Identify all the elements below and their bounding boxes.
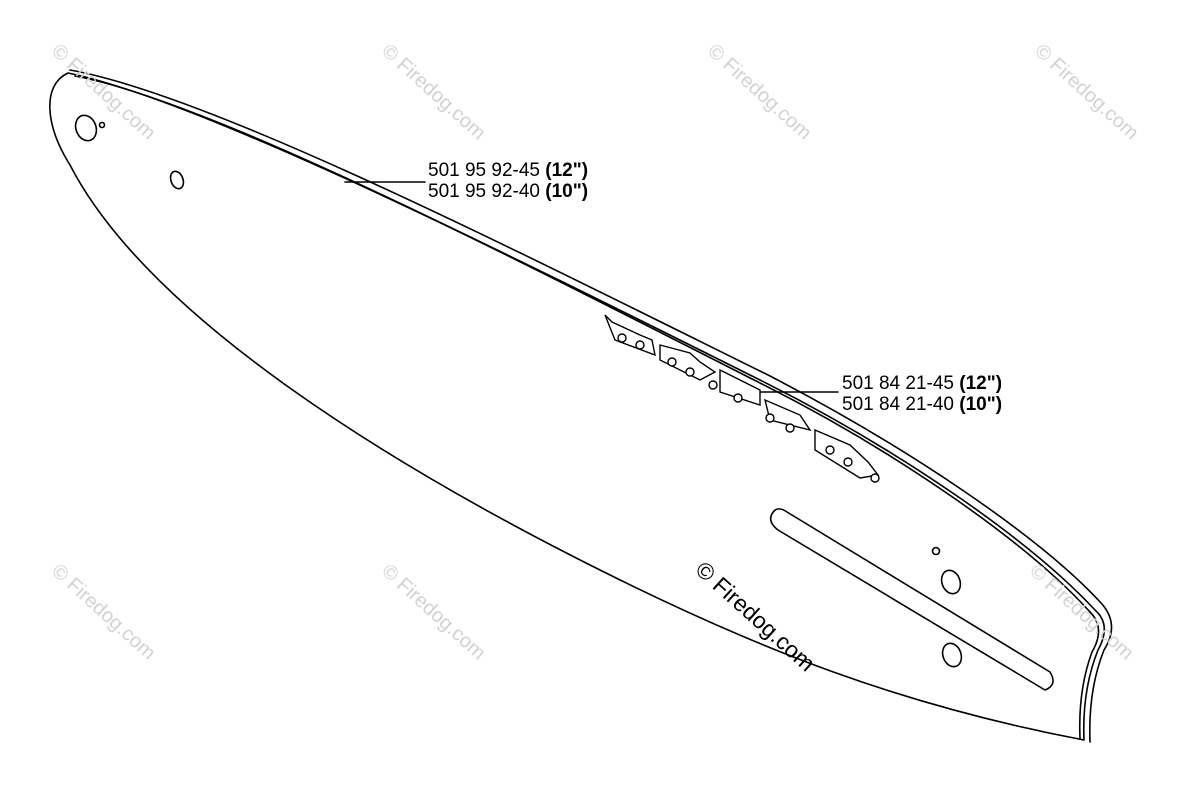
mounting-slot bbox=[769, 508, 1054, 691]
bar-hole bbox=[169, 170, 185, 190]
chain-rivet bbox=[685, 367, 695, 377]
bar-part-line-2: 501 95 92-40 (10") bbox=[428, 181, 588, 202]
chain-cutter bbox=[659, 344, 717, 381]
chain-rivet bbox=[825, 445, 835, 455]
bar-hole bbox=[98, 121, 106, 129]
bar-part-number-12: 501 95 92-45 bbox=[428, 160, 540, 181]
chain-rivet bbox=[617, 333, 627, 343]
chain-part-size-10: (10") bbox=[959, 394, 1003, 415]
saw-chain bbox=[604, 314, 880, 483]
chain-rivet bbox=[870, 473, 880, 483]
chain-rivet bbox=[635, 340, 645, 350]
bar-part-callout: 501 95 92-45 (12") 501 95 92-40 (10") bbox=[428, 160, 588, 202]
guide-bar-rail bbox=[1078, 611, 1100, 739]
chain-rivet bbox=[785, 423, 795, 433]
chain-part-number-12: 501 84 21-45 bbox=[842, 373, 954, 394]
chain-rivet bbox=[843, 457, 853, 467]
chain-part-line-2: 501 84 21-40 (10") bbox=[842, 394, 1002, 415]
guide-bar-rail bbox=[69, 69, 1103, 605]
chain-cutter bbox=[719, 368, 761, 406]
chain-cutter bbox=[814, 428, 880, 479]
chain-rivet bbox=[733, 393, 743, 403]
chain-cutter bbox=[763, 398, 812, 432]
chain-rivet bbox=[708, 380, 718, 390]
bar-part-size-10: (10") bbox=[545, 181, 589, 202]
guide-bar-rail bbox=[1088, 603, 1113, 743]
bar-hole bbox=[940, 569, 962, 595]
chain-rivet bbox=[765, 413, 775, 423]
chain-part-number-10: 501 84 21-40 bbox=[842, 394, 954, 415]
guide-bar-outline bbox=[49, 72, 1106, 741]
bar-part-line-1: 501 95 92-45 (12") bbox=[428, 160, 588, 181]
bar-hole bbox=[931, 546, 941, 556]
bar-part-number-10: 501 95 92-40 bbox=[428, 181, 540, 202]
bar-hole bbox=[74, 114, 98, 142]
chain-cutter bbox=[604, 314, 656, 357]
chain-rivet bbox=[667, 357, 677, 367]
bar-hole bbox=[941, 642, 963, 668]
guide-bar-rail bbox=[74, 75, 1091, 613]
bar-part-size-12: (12") bbox=[545, 160, 589, 181]
chain-part-callout: 501 84 21-45 (12") 501 84 21-40 (10") bbox=[842, 373, 1002, 415]
chain-part-line-1: 501 84 21-45 (12") bbox=[842, 373, 1002, 394]
chain-part-size-12: (12") bbox=[959, 373, 1003, 394]
